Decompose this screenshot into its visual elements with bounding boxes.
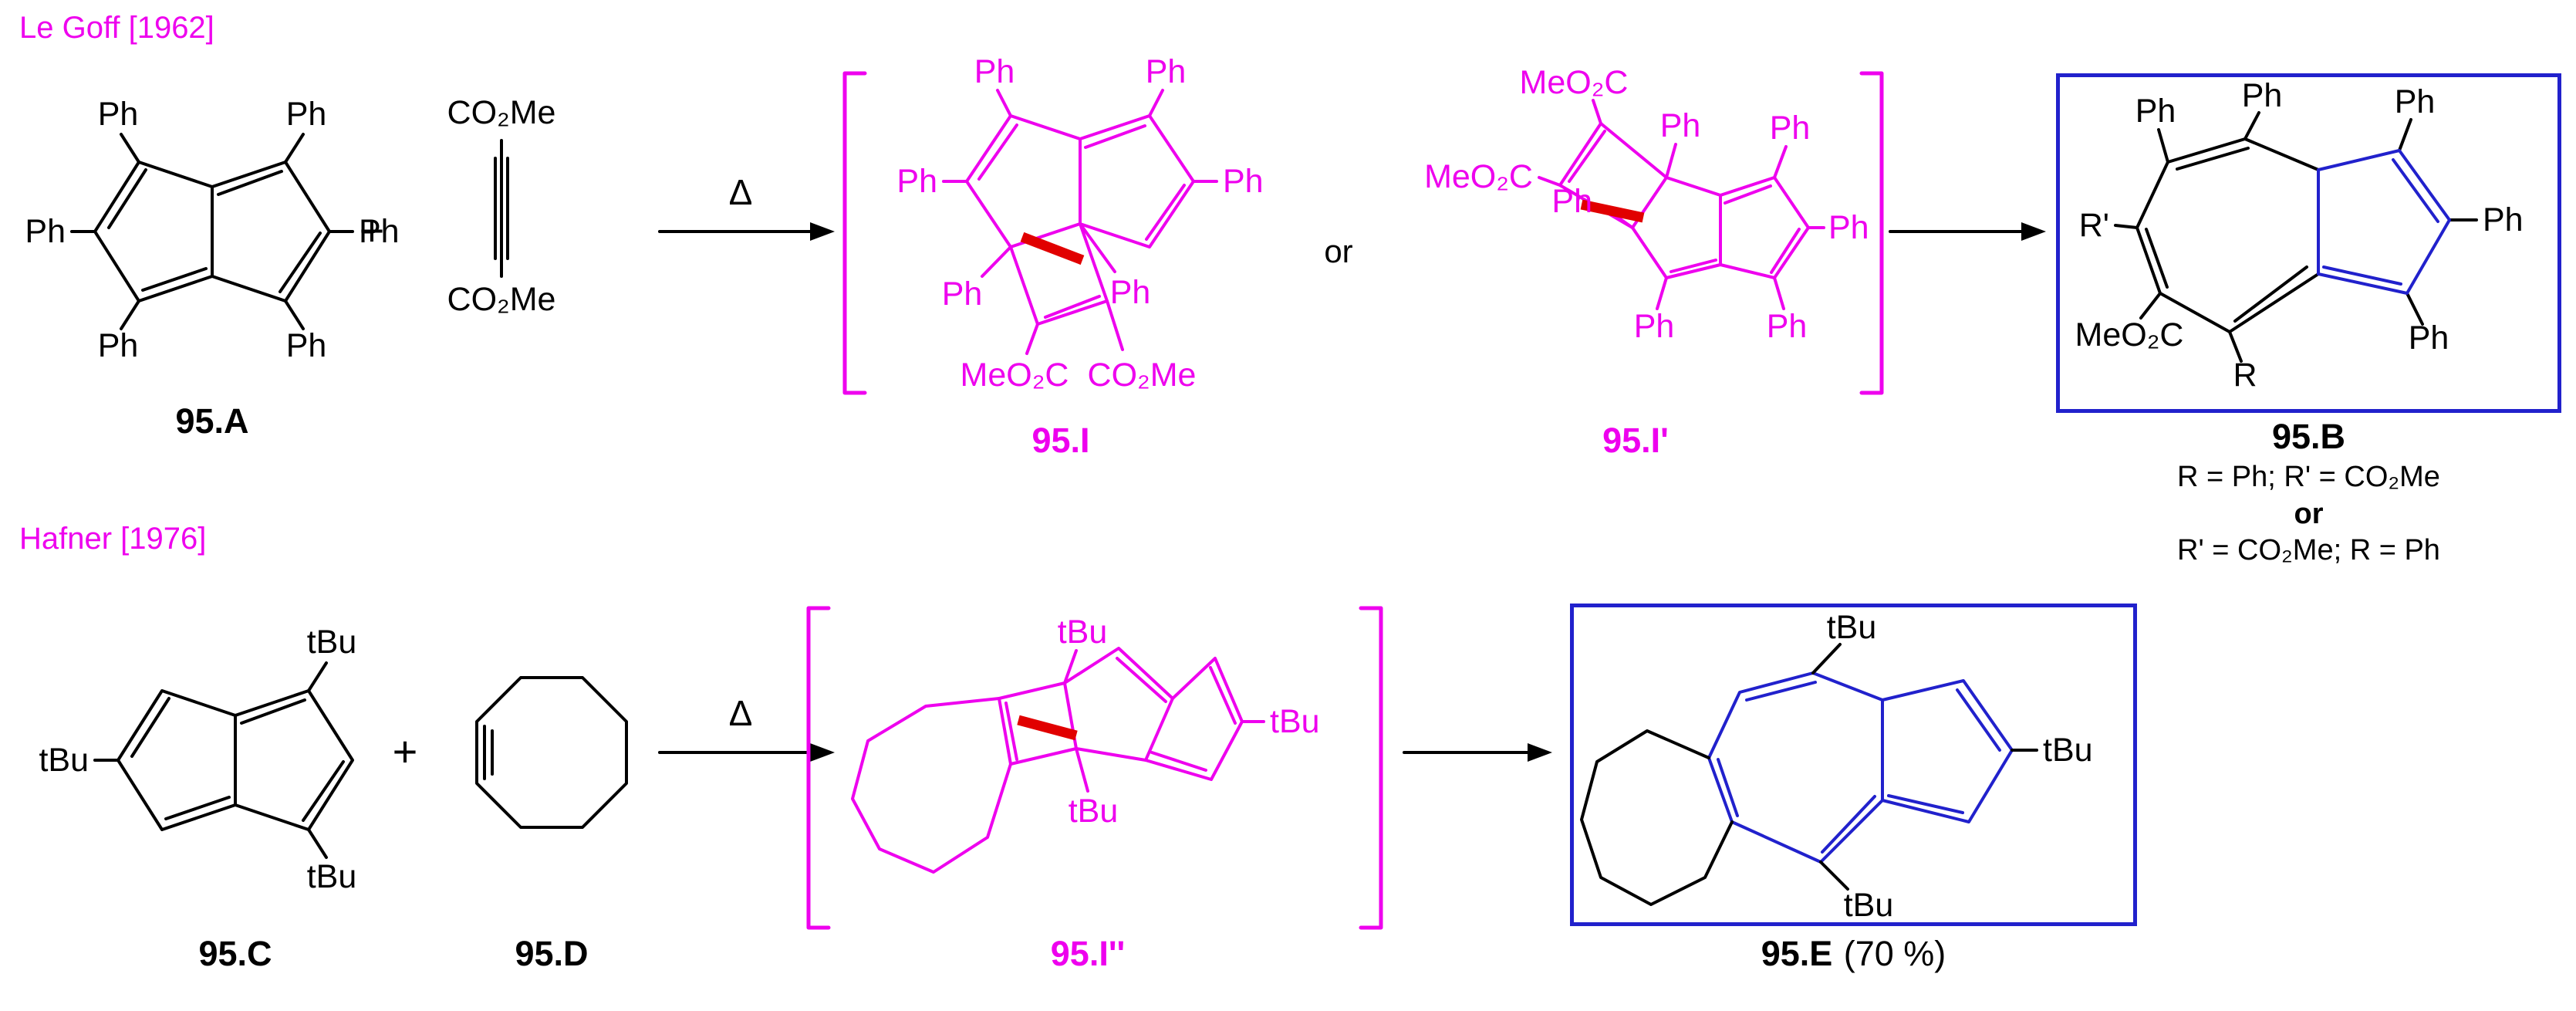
reaction-arrow-2 (1889, 222, 2046, 241)
compound-label-95i: 95.I (1031, 421, 1090, 460)
structure-95b: Ph Ph Ph Ph Ph R' MeO₂C R (2075, 77, 2524, 394)
bracket-right-row2 (1359, 606, 1383, 930)
arrowhead (2021, 222, 2046, 241)
arrowhead (810, 743, 835, 762)
ph-label: Ph (1223, 163, 1264, 200)
compound-label-95a: 95.A (175, 401, 249, 441)
r-label: R (2233, 357, 2257, 394)
product-box-95b: Ph Ph Ph Ph Ph R' MeO₂C R (2056, 73, 2561, 413)
highlighted-bond (1020, 232, 1085, 265)
ph-label: Ph (1110, 274, 1151, 311)
reaction-arrow-1: Δ (658, 172, 835, 241)
r-prime-label: R' (2079, 207, 2109, 244)
pentalene-skeleton-95c (93, 661, 354, 859)
tbu-label: tBu (2043, 732, 2093, 769)
ph-label: Ph (286, 327, 327, 364)
five-ring-95b (2317, 149, 2451, 295)
ester-label: MeO₂C (1520, 64, 1629, 101)
ph-label: Ph (896, 163, 937, 200)
compound-label-95e: 95.E (1761, 934, 1833, 973)
alkyne-skeleton-dmad (494, 139, 509, 278)
bracket-left-row1 (842, 71, 867, 395)
pentalene-skeleton-95a (70, 133, 354, 330)
arrowhead (810, 222, 835, 241)
delta-condition: Δ (729, 172, 753, 212)
reaction-arrow-3: Δ (658, 693, 835, 762)
ph-label: Ph (286, 96, 327, 133)
ph-label: Ph (359, 213, 400, 250)
tbu-label: tBu (307, 858, 357, 895)
ester-label: CO₂Me (447, 94, 556, 131)
ester-label: MeO₂C (2075, 316, 2184, 353)
ph-label: Ph (1828, 209, 1869, 246)
cyclooctyne-skeleton (475, 676, 628, 829)
reference-legoff: Le Goff [1962] (19, 11, 214, 45)
ph-label: Ph (98, 327, 139, 364)
highlighted-bond (1017, 715, 1078, 741)
bracket-left-row2 (806, 606, 831, 930)
ph-label: Ph (1634, 308, 1675, 345)
compound-label-95d: 95.D (515, 934, 589, 973)
ph-label: Ph (2395, 83, 2436, 120)
tbu-label: tBu (39, 742, 89, 779)
product-box-95e: tBu tBu tBu (1570, 604, 2137, 926)
tbu-label: tBu (1827, 609, 1877, 646)
structure-95c: tBu tBu tBu (39, 624, 357, 895)
structure-95i: Ph Ph Ph Ph Ph Ph MeO₂C CO₂Me (896, 53, 1264, 394)
ph-label: Ph (942, 276, 983, 313)
compound-label-95b: 95.B (2271, 417, 2346, 456)
ph-label: Ph (974, 53, 1015, 90)
intermediate-skeleton-95i (942, 89, 1218, 355)
plus-sign: + (359, 206, 385, 255)
ph-label: Ph (1660, 107, 1701, 144)
tbu-label: tBu (1270, 703, 1320, 740)
structure-95e: tBu tBu tBu (1580, 609, 2093, 924)
ph-label: Ph (1767, 308, 1808, 345)
ph-label: Ph (1551, 183, 1592, 220)
structure-95i-doubleprime: tBu tBu tBu (851, 614, 1320, 874)
substituent-note-2: R' = CO₂Me; R = Ph (2177, 534, 2440, 566)
tbu-label: tBu (1844, 887, 1894, 924)
ph-label: Ph (2409, 320, 2449, 357)
compound-label-95c: 95.C (198, 934, 272, 973)
ph-label: Ph (1770, 110, 1811, 147)
azulene-95e (1707, 671, 2014, 864)
compound-label-95i-prime: 95.I' (1602, 421, 1669, 460)
intermediate-skeleton-95i-doubleprime (851, 647, 1265, 874)
substituent-note-1: R = Ph; R' = CO₂Me (2177, 461, 2440, 493)
substituent-note-or: or (2294, 498, 2324, 530)
tbu-label: tBu (1069, 793, 1119, 830)
ph-label: Ph (98, 96, 139, 133)
structure-95d (475, 676, 628, 829)
structure-dmad: CO₂Me CO₂Me (447, 94, 556, 318)
ester-label: MeO₂C (1424, 158, 1533, 195)
ph-label: Ph (1146, 53, 1187, 90)
ph-label: Ph (2242, 77, 2283, 114)
delta-condition: Δ (729, 693, 753, 733)
ph-label: Ph (25, 213, 66, 250)
highlighted-bond (1580, 199, 1645, 223)
cyclooctane-ring-95e (1580, 643, 2038, 906)
ph-label: Ph (2483, 201, 2524, 238)
structure-95a: Ph Ph Ph Ph Ph Ph (25, 96, 400, 364)
reference-hafner: Hafner [1976] (19, 522, 207, 556)
reaction-arrow-4 (1403, 743, 1552, 762)
arrowhead (1528, 743, 1552, 762)
ester-label: CO₂Me (1088, 357, 1197, 394)
or-text: or (1324, 233, 1353, 269)
tbu-label: tBu (307, 624, 357, 661)
seven-ring-95b (2114, 111, 2478, 363)
bracket-right-row1 (1859, 71, 1884, 395)
tbu-label: tBu (1058, 614, 1108, 651)
compound-label-95i-doubleprime: 95.I'' (1050, 934, 1126, 973)
ester-label: CO₂Me (447, 281, 556, 318)
yield-label: (70 %) (1843, 934, 1946, 973)
structure-95i-prime: MeO₂C MeO₂C Ph Ph Ph Ph Ph Ph (1424, 64, 1869, 345)
ester-label: MeO₂C (961, 357, 1069, 394)
compound-label-95e-row: 95.E (70 %) (1570, 934, 2137, 974)
plus-sign: + (392, 727, 418, 776)
ph-label: Ph (2135, 93, 2176, 130)
